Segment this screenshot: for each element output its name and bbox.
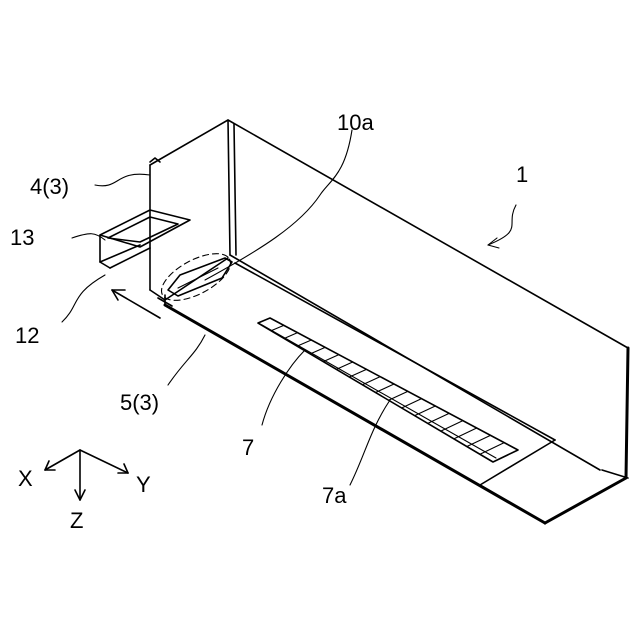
grille-7a: [271, 325, 504, 454]
axis-y-label: Y: [136, 472, 151, 497]
grille-slat: [454, 428, 477, 439]
housing-body: [150, 120, 628, 523]
direction-arrow: [112, 290, 160, 318]
opening-10a: [154, 244, 237, 310]
grille-slat: [428, 413, 449, 423]
label-13: 13: [10, 225, 34, 250]
leader-4-3: [95, 174, 150, 186]
grille-slat: [415, 406, 436, 416]
grille-slat: [389, 391, 408, 400]
leader-5-3: [168, 335, 205, 385]
axis-triad: [45, 450, 128, 500]
grille-slat: [480, 443, 504, 455]
grille-slat: [297, 340, 311, 346]
grille-slat: [402, 399, 422, 408]
grille-slat: [323, 355, 339, 362]
label-7: 7: [242, 435, 254, 460]
label-7a: 7a: [322, 483, 347, 508]
leader-10a: [205, 130, 352, 280]
axis-x-label: X: [18, 466, 33, 491]
label-4-3: 4(3): [30, 174, 69, 199]
label-10a: 10a: [337, 110, 374, 135]
grille-slat: [310, 347, 325, 354]
leader-lines: [62, 130, 516, 485]
grille-slat: [376, 384, 395, 393]
label-12: 12: [15, 323, 39, 348]
axis-z-label: Z: [70, 508, 83, 533]
grille-slat: [467, 435, 491, 446]
grille-slat: [349, 369, 366, 377]
grille-slat: [271, 325, 284, 330]
leader-12: [62, 275, 105, 322]
leader-7: [262, 350, 305, 425]
grille-slat: [336, 362, 352, 369]
grille-slat: [284, 333, 297, 339]
leader-7a: [350, 400, 390, 485]
bracket-13: [100, 210, 190, 268]
label-device-1: 1: [516, 162, 528, 187]
grille-slat: [362, 377, 380, 385]
label-5-3: 5(3): [120, 390, 159, 415]
grille-slat: [441, 421, 463, 431]
leader-1: [488, 205, 516, 245]
